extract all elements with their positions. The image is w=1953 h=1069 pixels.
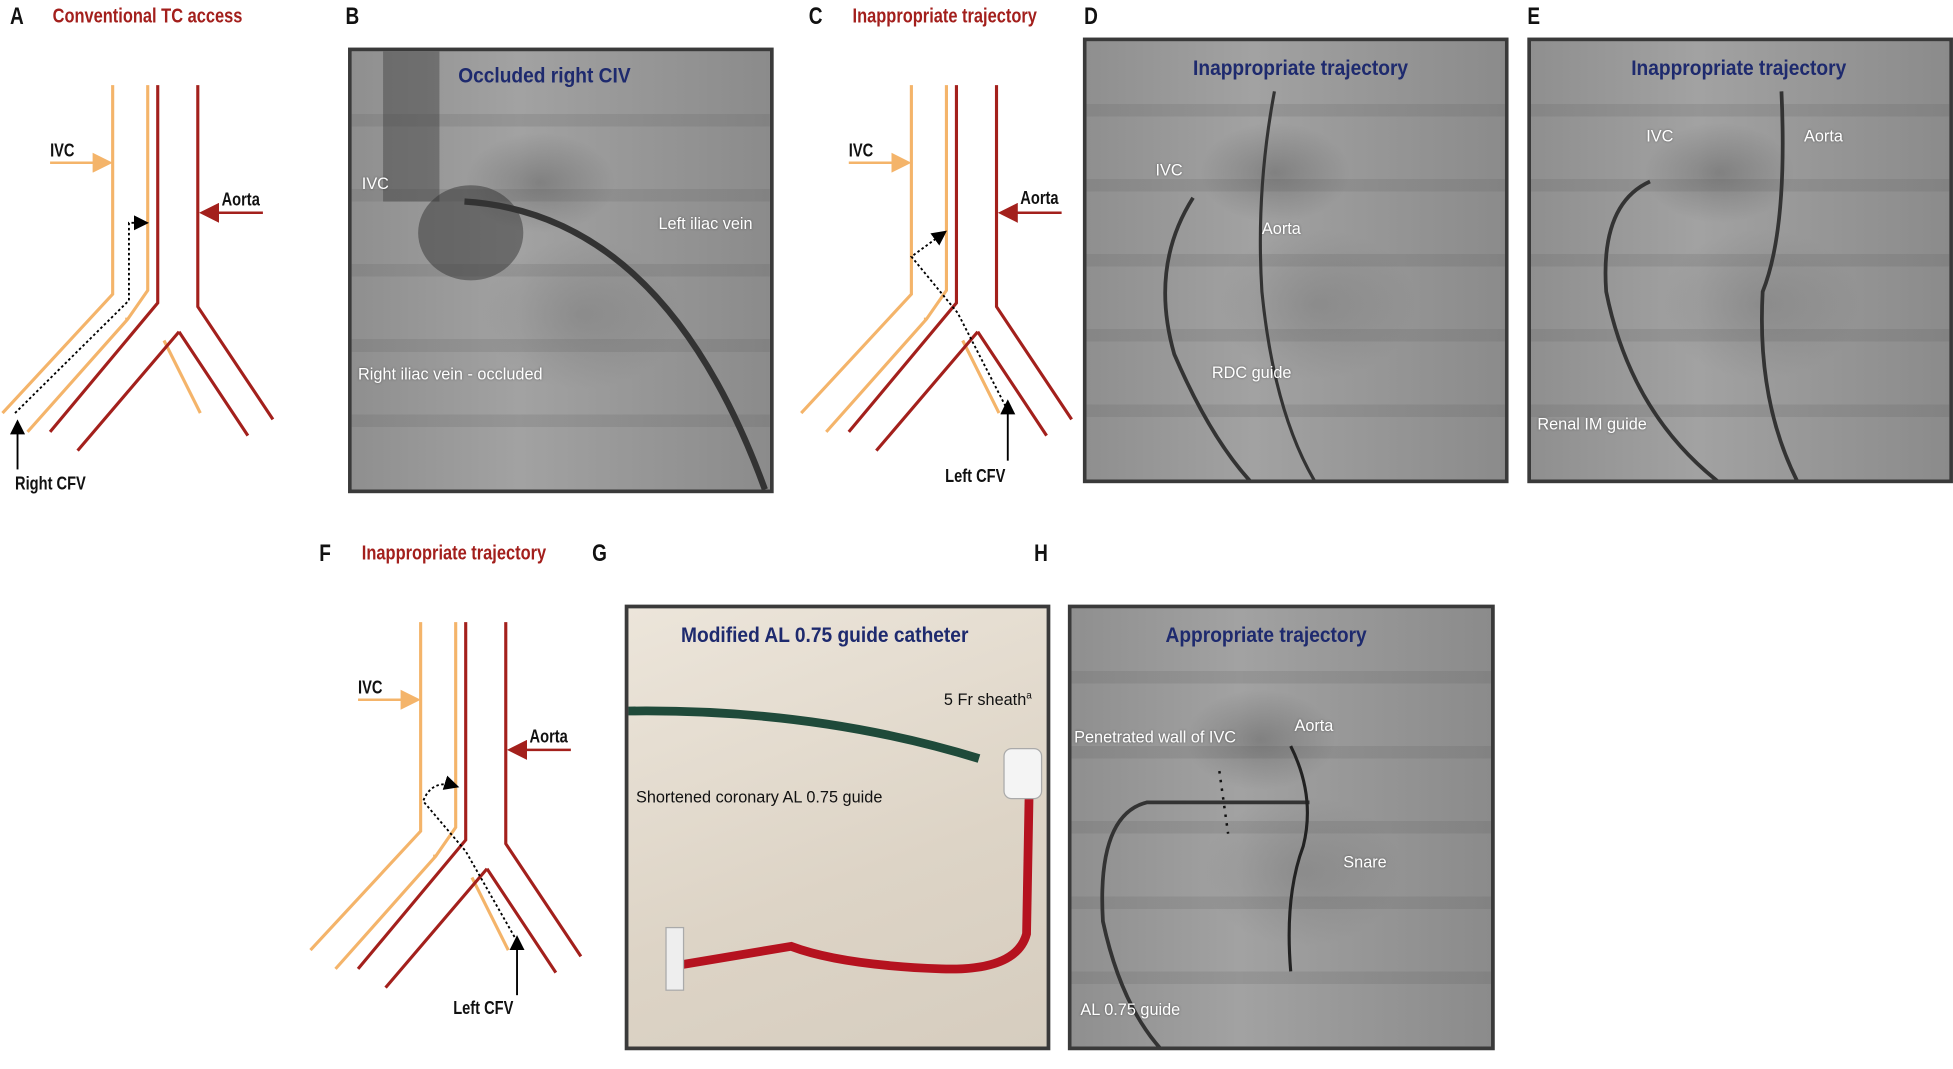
guide-label: Renal IM guide	[1537, 414, 1647, 434]
access-label: Right CFV	[15, 473, 86, 495]
xray-image-d: Inappropriate trajectory IVC Aorta RDC g…	[1082, 37, 1509, 484]
ivc-label: IVC	[358, 677, 383, 699]
aorta-label: Aorta	[1020, 187, 1059, 210]
route-right-cfv	[14, 215, 149, 414]
snare-label: Snare	[1343, 852, 1387, 872]
aorta-label: Aorta	[221, 189, 260, 211]
panel-letter-d: D	[1084, 3, 1098, 31]
sheath-label: 5 Fr sheatha	[944, 690, 1032, 709]
xray-image-h: Appropriate trajectory Penetrated wall o…	[1067, 604, 1495, 1051]
access-label: Left CFV	[453, 997, 514, 1019]
vessel-diagram	[1, 85, 275, 452]
aorta-label: Aorta	[1294, 716, 1334, 735]
xray-image-b: Occluded right CIV IVC Left iliac vein R…	[348, 47, 774, 494]
panel-letter-b: B	[345, 3, 360, 31]
guide-label: Shortened coronary AL 0.75 guide	[635, 787, 883, 807]
panel-d-title: Inappropriate trajectory	[1193, 56, 1409, 81]
ivc-label: IVC	[361, 174, 389, 193]
panel-letter-f: F	[319, 540, 331, 568]
panel-c-title: Inappropriate trajectory	[852, 6, 1037, 28]
ivc-label: IVC	[848, 140, 874, 162]
panel-letter-a: A	[10, 3, 24, 31]
route-left-cfv-c	[910, 230, 1009, 412]
ivc-label: IVC	[1155, 160, 1183, 180]
panel-letter-h: H	[1034, 540, 1048, 568]
panel-b-title: Occluded right CIV	[458, 63, 631, 88]
photo-g: Modified AL 0.75 guide catheter 5 Fr she…	[624, 604, 1051, 1051]
sheath-footnote: a	[1026, 689, 1032, 702]
guide-label: RDC guide	[1211, 363, 1292, 382]
panel-e-title: Inappropriate trajectory	[1631, 56, 1847, 81]
panel-g-title: Modified AL 0.75 guide catheter	[681, 623, 969, 648]
ivc-label: IVC	[50, 140, 75, 162]
panel-a-title: Conventional TC access	[52, 6, 243, 28]
ivc-label: IVC	[1646, 126, 1674, 146]
panel-letter-c: C	[808, 3, 823, 31]
panel-letter-g: G	[592, 540, 607, 568]
sheath-text: 5 Fr sheath	[943, 690, 1027, 709]
left-iliac-label: Left iliac vein	[658, 214, 753, 233]
aorta-label: Aorta	[1261, 219, 1301, 238]
panel-f-title: Inappropriate trajectory	[361, 543, 547, 565]
wall-label: Penetrated wall of IVC	[1074, 727, 1237, 747]
route-left-cfv-f	[422, 775, 518, 942]
access-label: Left CFV	[945, 465, 1006, 487]
panel-h-title: Appropriate trajectory	[1165, 623, 1367, 648]
guide-label: AL 0.75 guide	[1080, 1000, 1181, 1019]
aorta-outline	[48, 85, 275, 452]
ivc-outline	[1, 85, 202, 433]
aorta-label: Aorta	[1803, 126, 1843, 146]
right-iliac-label: Right iliac vein - occluded	[358, 364, 543, 384]
panel-letter-e: E	[1527, 3, 1541, 31]
aorta-label: Aorta	[529, 726, 568, 748]
xray-image-e: Inappropriate trajectory IVC Aorta Renal…	[1527, 37, 1953, 484]
